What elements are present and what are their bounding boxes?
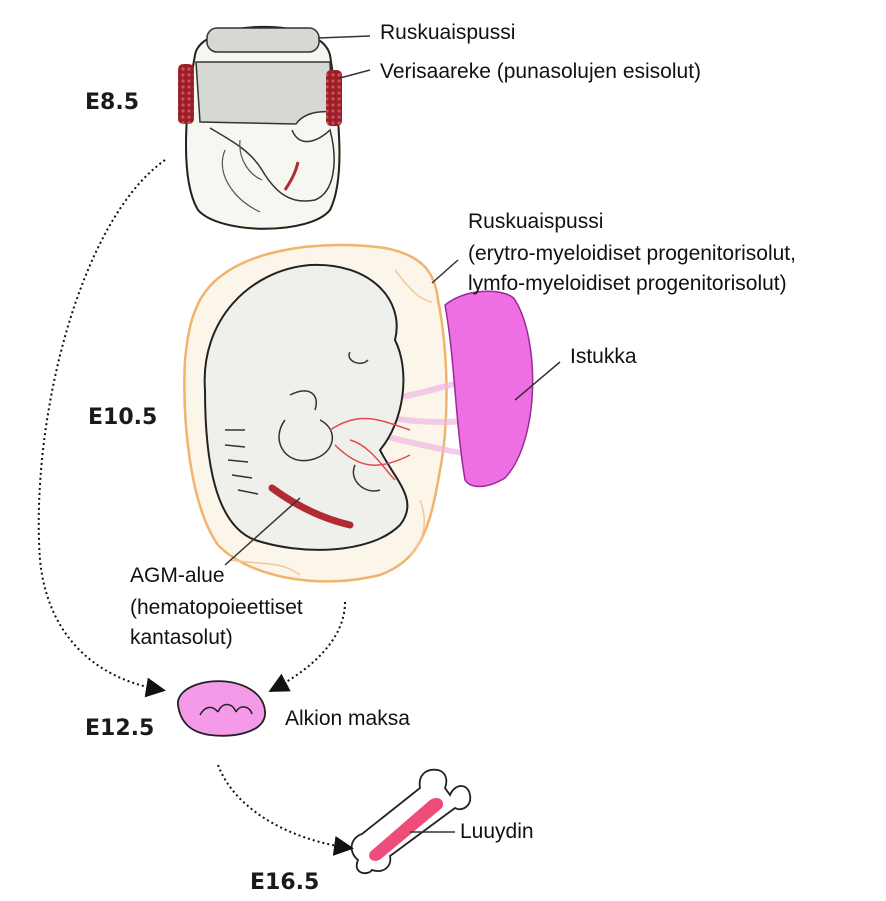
e85-blood-island-left (178, 64, 194, 124)
e105-yolk-sac-leader (432, 260, 458, 283)
fetal-liver (178, 681, 265, 736)
e85-blood-island-leader (340, 70, 370, 78)
arrow-liver-to-bone-marrow (218, 765, 350, 848)
stage-label-e105: E10.5 (88, 405, 157, 430)
e85-blood-island-right (326, 70, 342, 126)
fetal-liver-shape (178, 681, 265, 736)
label-bone-marrow: Luuydin (460, 818, 534, 846)
label-yolk-sac-e105-line1: Ruskuaispussi (468, 208, 603, 236)
label-agm-line3: kantasolut) (130, 624, 233, 652)
stage-label-e85: E8.5 (85, 90, 139, 115)
label-blood-island: Verisaareke (punasolujen esisolut) (380, 58, 701, 86)
e85-yolk-sac (186, 27, 339, 229)
stage-label-e125: E12.5 (85, 716, 154, 741)
bone (352, 770, 471, 873)
label-yolk-sac-e85: Ruskuaispussi (380, 19, 515, 47)
stage-label-e165: E16.5 (250, 870, 319, 895)
label-yolk-sac-e105-line3: lymfo-myeloidiset progenitorisolut) (468, 270, 787, 298)
e85-yolk-sac-leader (318, 36, 370, 38)
label-placenta: Istukka (570, 343, 637, 371)
e105-placenta (445, 291, 533, 486)
label-agm-line1: AGM-alue (130, 562, 225, 590)
label-yolk-sac-e105-line2: (erytro-myeloidiset progenitorisolut, (468, 240, 796, 268)
e85-embryo (178, 27, 370, 229)
label-fetal-liver: Alkion maksa (285, 705, 410, 733)
e85-yolk-cavity-top (207, 28, 319, 52)
label-agm-line2: (hematopoieettiset (130, 594, 303, 622)
